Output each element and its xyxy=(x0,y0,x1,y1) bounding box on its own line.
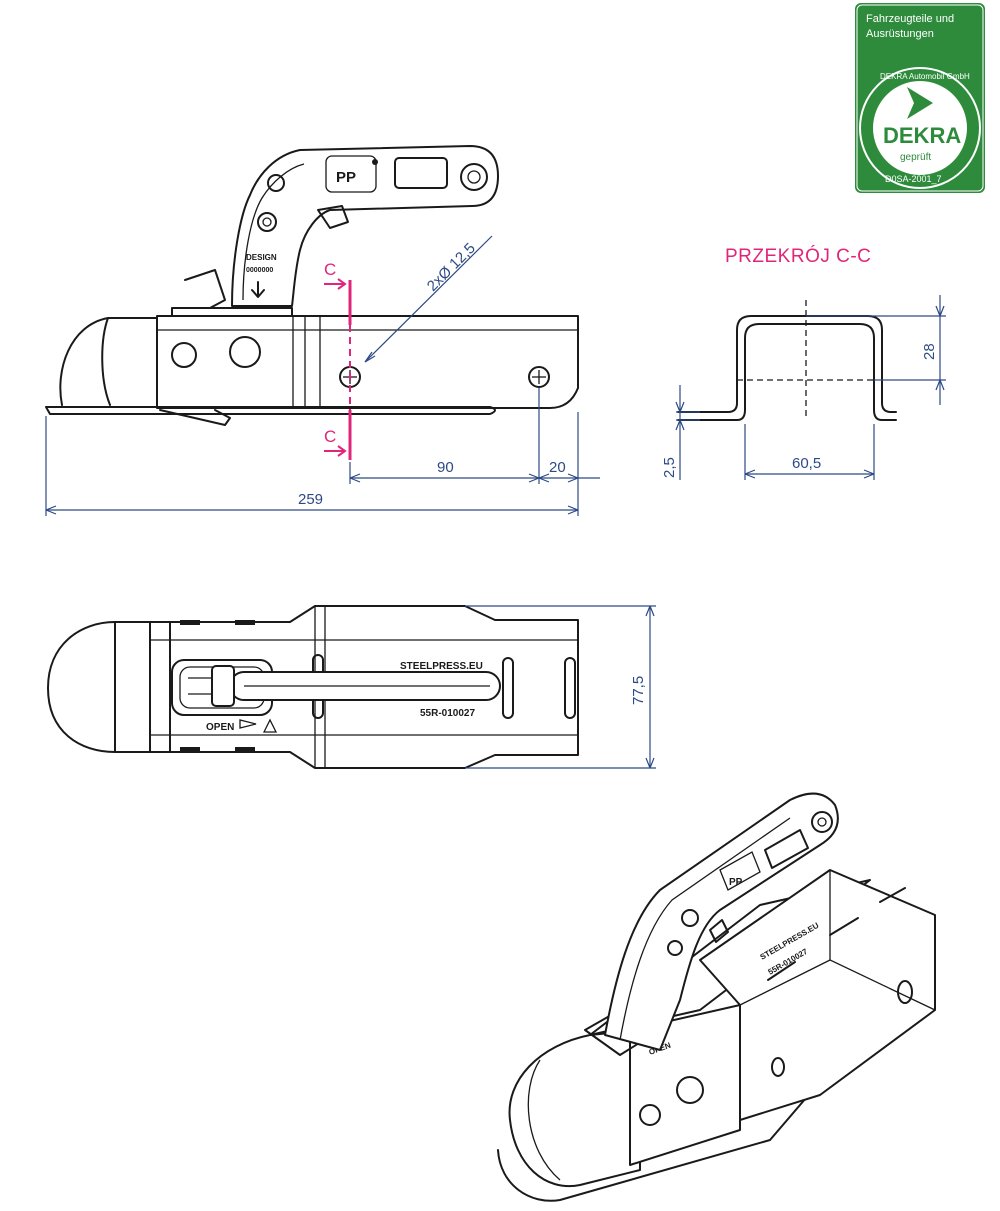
section-profile: 28 60,5 2,5 xyxy=(661,295,946,480)
section-label-top: C xyxy=(324,260,336,279)
section-arrow-top-icon xyxy=(324,278,347,290)
down-arrow-icon xyxy=(251,281,265,298)
side-dimensions: 2xØ 12,5 259 90 20 xyxy=(45,235,600,516)
bolt-hole-rear xyxy=(528,366,550,388)
section-cut-marker: C C xyxy=(324,260,352,460)
iso-logo-icon: PP xyxy=(729,877,743,888)
top-dimensions: 77,5 xyxy=(465,605,656,769)
dekra-logo-icon xyxy=(907,87,933,119)
handle-model-stamp: DESIGN xyxy=(246,253,277,262)
hole-diameter-dim: 2xØ 12,5 xyxy=(424,240,479,295)
thickness-dim: 2,5 xyxy=(661,457,678,478)
open-arrow-icon xyxy=(239,719,257,729)
brand-stamp: STEELPRESS.EU xyxy=(400,661,483,672)
end-offset-dim: 20 xyxy=(549,459,566,476)
homologation-stamp: 55R-010027 xyxy=(420,708,475,719)
profile-width-dim: 60,5 xyxy=(792,455,821,472)
hole-spacing-dim: 90 xyxy=(437,459,454,476)
section-arrow-bottom-icon xyxy=(324,445,347,457)
side-view: PP DESIGN 0000000 xyxy=(45,145,579,426)
badge-header-line2: Ausrüstungen xyxy=(866,28,934,40)
badge-header-line1: Fahrzeugteile und xyxy=(866,13,954,25)
badge-brand: DEKRA xyxy=(883,123,961,148)
isometric-view: STEELPRESS.EU 55R-010027 OPEN PP xyxy=(497,792,936,1202)
handle-code-stamp: 0000000 xyxy=(246,267,273,274)
badge-gepruft: geprüft xyxy=(900,152,931,163)
open-stamp: OPEN xyxy=(206,722,234,733)
badge-ring-text: DEKRA Automobil GmbH xyxy=(880,72,970,81)
section-title: PRZEKRÓJ C-C xyxy=(725,245,871,267)
body-width-dim: 77,5 xyxy=(630,676,647,705)
total-length-dim: 259 xyxy=(298,491,323,508)
profile-height-dim: 28 xyxy=(921,343,938,360)
warning-triangle-icon xyxy=(262,718,278,733)
top-view: STEELPRESS.EU 55R-010027 OPEN xyxy=(47,605,579,769)
section-label-bottom: C xyxy=(324,427,336,446)
badge-cert: D0SA-2001_7 xyxy=(885,174,942,184)
dekra-badge: Fahrzeugteile und Ausrüstungen DEKRA gep… xyxy=(855,3,985,193)
brand-logo-icon: PP xyxy=(336,169,356,186)
